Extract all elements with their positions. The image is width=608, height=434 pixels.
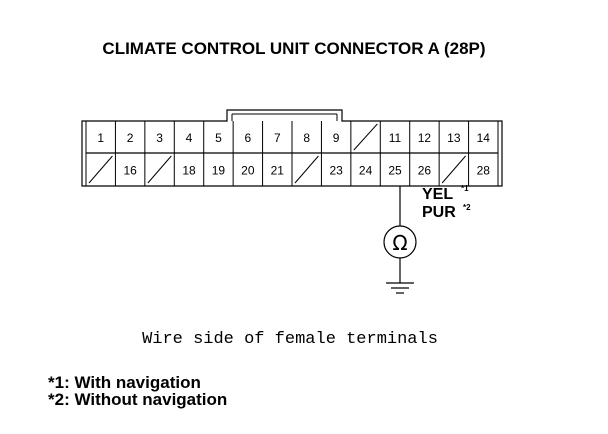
terminal-24: 24 [359,164,373,178]
terminal-5: 5 [215,131,222,145]
terminal-11: 11 [389,131,402,145]
footnote-2: *2: Without navigation [48,390,227,409]
connector-outline [81,109,503,187]
terminal-8: 8 [303,131,310,145]
empty-cavity [88,155,113,184]
terminal-12: 12 [418,131,432,145]
empty-cavity [294,155,319,184]
terminal-16: 16 [123,164,137,178]
terminal-14: 14 [477,131,491,145]
footnote-1: *1: With navigation [48,373,201,392]
empty-cavity [147,155,172,184]
terminal-18: 18 [182,164,196,178]
terminal-28: 28 [477,164,491,178]
terminal-25: 25 [388,164,402,178]
wire-color-pur: PUR [422,204,456,221]
terminal-3: 3 [156,131,163,145]
wire-note-2: *2 [463,203,471,212]
empty-cavity [441,155,466,184]
terminal-13: 13 [447,131,461,145]
diagram-title: CLIMATE CONTROL UNIT CONNECTOR A (28P) [102,39,485,58]
terminal-4: 4 [186,131,193,145]
terminal-2: 2 [127,131,134,145]
terminal-20: 20 [241,164,255,178]
terminal-19: 19 [212,164,226,178]
wire-color-yel: YEL [422,186,453,203]
terminal-6: 6 [245,131,252,145]
empty-cavity [353,123,378,151]
wire-note-1: *1 [461,184,469,193]
terminal-26: 26 [418,164,432,178]
terminal-7: 7 [274,131,281,145]
terminal-1: 1 [97,131,104,145]
terminal-21: 21 [271,164,285,178]
diagram-caption: Wire side of female terminals [142,330,438,349]
terminal-9: 9 [333,131,340,145]
terminal-23: 23 [329,164,343,178]
ohm-symbol: Ω [392,231,407,255]
